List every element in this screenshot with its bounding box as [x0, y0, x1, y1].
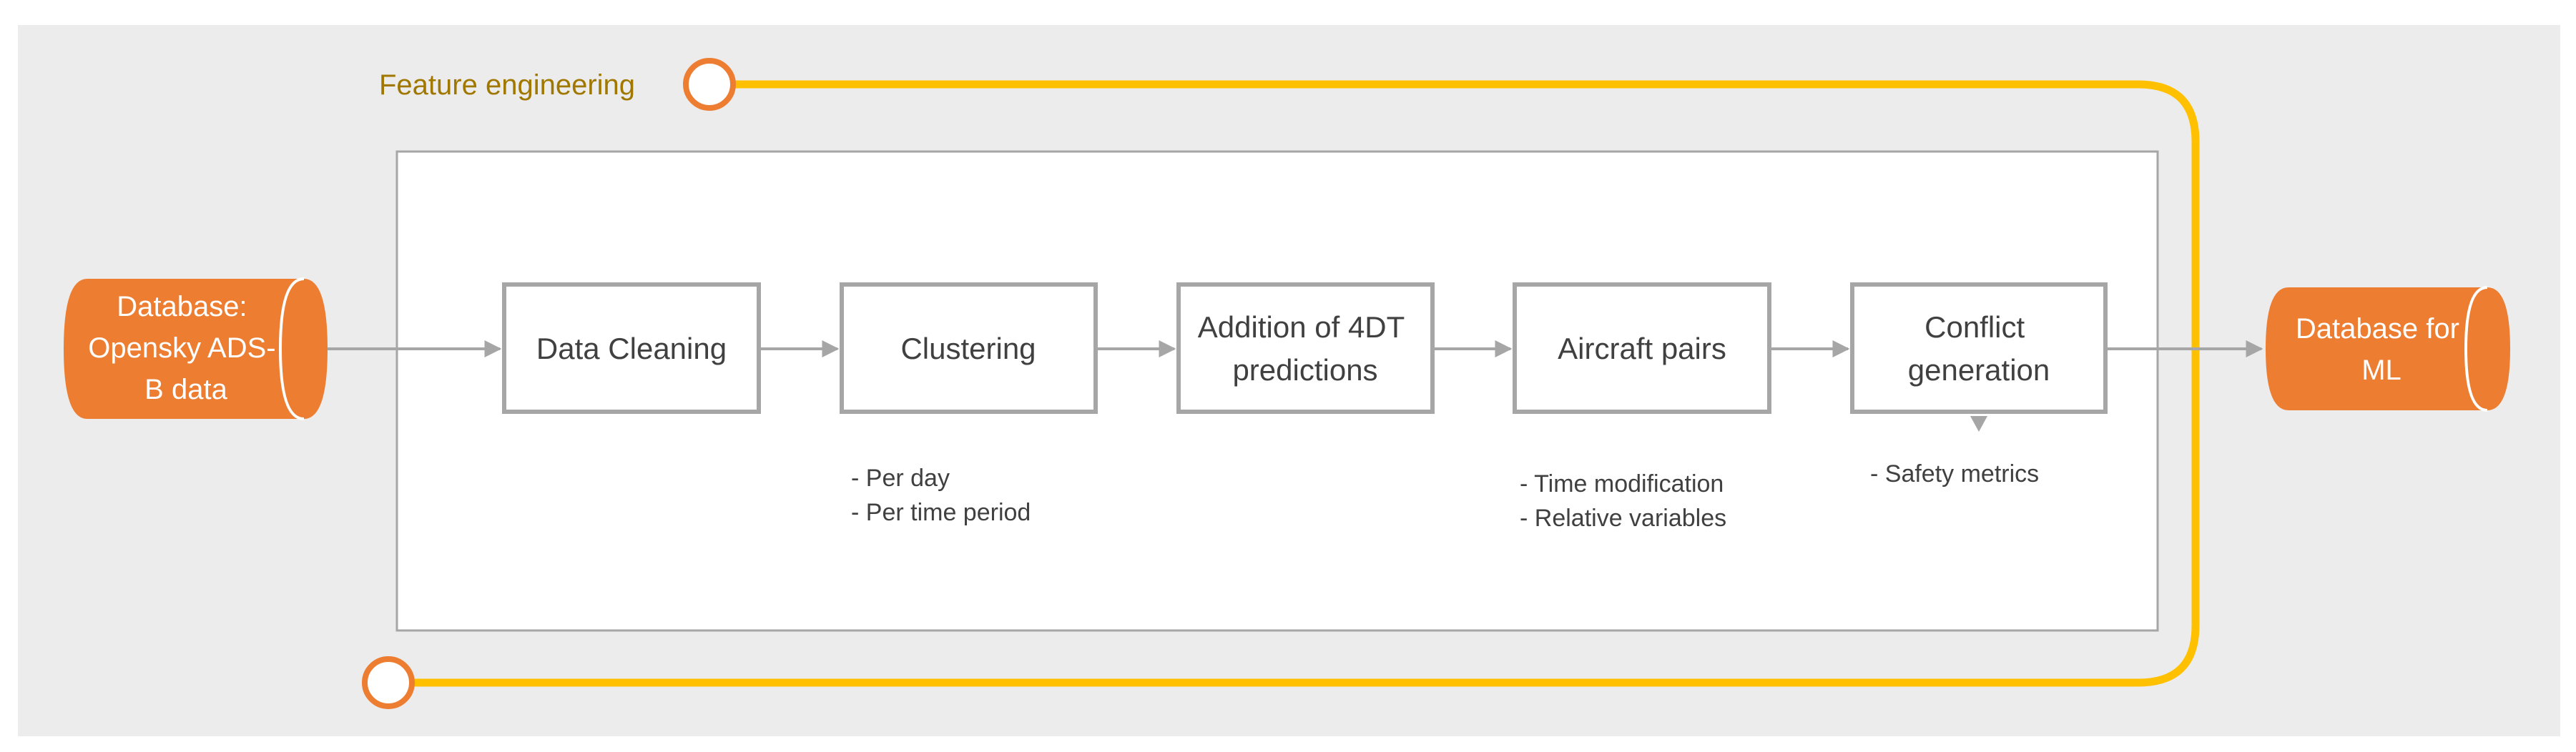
input-database-label: Database: Opensky ADS- B data [88, 291, 283, 405]
conflict-note-pointer [1970, 416, 1987, 432]
step-box [1513, 282, 1771, 414]
step-box [1176, 282, 1435, 414]
step-data-cleaning: Data Cleaning [502, 282, 761, 414]
feature-engineering-title: Feature engineering [379, 69, 635, 101]
output-database-label: Database for ML [2296, 313, 2467, 386]
output-database-end [2464, 286, 2488, 412]
step-box [502, 282, 761, 414]
step-clustering: Clustering [840, 282, 1098, 414]
step-label: Addition of 4DT predictions [1198, 310, 1412, 387]
loop-start-node [683, 58, 736, 111]
input-database: Database: Opensky ADS- B data [64, 277, 328, 420]
loop-end-node [362, 656, 415, 709]
output-database-body [2266, 287, 2510, 410]
step-label: Aircraft pairs [1558, 332, 1726, 365]
clustering-notes: - Per day - Per time period [851, 465, 1031, 526]
aircraft-pairs-notes: - Time modification - Relative variables [1520, 470, 1731, 532]
step-box [1850, 282, 2108, 414]
step-box [840, 282, 1098, 414]
step-label: Conflict generation [1908, 310, 2050, 387]
step-label: Data Cleaning [536, 332, 727, 365]
input-database-end [278, 277, 305, 420]
output-database: Database for ML [2266, 286, 2510, 412]
step-label: Clustering [900, 332, 1036, 365]
conflict-notes: - Safety metrics [1870, 460, 2039, 488]
step-conflict-generation: Conflict generation [1850, 282, 2108, 432]
step-aircraft-pairs: Aircraft pairs [1513, 282, 1771, 414]
feature-engineering-loop [411, 80, 2200, 687]
input-database-body [64, 279, 328, 419]
step-4dt-predictions: Addition of 4DT predictions [1176, 282, 1435, 414]
